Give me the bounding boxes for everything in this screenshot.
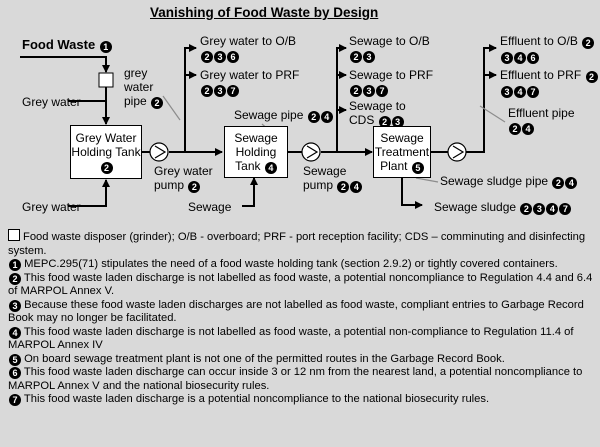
note-number-badge: 3 [533,203,546,215]
legend-note-text: On board sewage treatment plant is not o… [21,352,505,365]
note-number-badge: 2 [151,97,164,109]
note-number-badge: 4 [320,111,333,123]
note-number-badge: 1 [99,41,112,53]
note-number-badge: 3 [9,299,21,312]
disposer-square [98,72,114,88]
legend-note: 5 On board sewage treatment plant is not… [8,353,594,367]
note-number-badge: 2 [9,272,21,285]
legend-note: 4 This food waste laden discharge is not… [8,326,594,353]
food-waste-line [20,56,110,73]
note-number-badge: 2 [585,71,598,83]
note-number-badge: 5 [411,161,424,174]
note-number-badge: 7 [9,394,21,406]
note-number-badge: 2 [100,161,113,174]
note-number-badge: 5 [9,353,21,366]
legend-note-text: This food waste laden discharge is a pot… [21,393,490,405]
note-number-badge: 4 [9,326,21,339]
note-number-badge: 4 [522,123,534,135]
note-number-badge: 4 [264,161,277,174]
note-number-badge: 7 [559,203,572,215]
note-number-badge: 2 [188,181,201,193]
note-number-badge: 2 [307,111,320,123]
note-number-badge: 2 [520,203,533,215]
legend-notes: 1 MEPC.295(71) stipulates the need of a … [8,258,594,407]
note-number-badge: 1 [9,259,21,271]
note-number-badge: 2 [337,181,350,193]
legend-disposer: Food waste disposer (grinder); O/B - ove… [8,229,586,257]
note-number-badge: 3 [501,86,513,98]
legend-note: 6 This food waste laden discharge can oc… [8,366,594,393]
note-number-badge: 7 [227,85,239,97]
note-number-badge: 2 [378,116,391,128]
note-number-badge: 4 [546,203,559,215]
note-number-badge: 2 [552,177,565,189]
note-number-badge: 3 [363,51,375,63]
flow-lines [20,44,506,209]
note-number-badge: 2 [582,37,595,49]
note-number-badge: 3 [214,85,226,97]
note-number-badge: 3 [391,116,404,128]
note-number-badge: 4 [514,52,526,64]
sewage-pump-icon [301,142,321,162]
legend-note-text: Because these food waste laden discharge… [8,298,584,325]
note-number-badge: 7 [527,86,539,98]
note-number-badge: 3 [214,51,226,63]
legend-note-text: This food waste laden discharge can occu… [8,366,583,392]
grey-water-pipe-label: grey water pipe 2 [124,66,179,109]
legend-note: 3 Because these food waste laden dischar… [8,299,594,326]
stp-box: Sewage Treatment Plant 5 [373,126,431,178]
note-number-badge: 3 [363,85,375,97]
gw-pump-label: Grey water pump 2 [154,164,213,193]
legend-note-text: This food waste laden discharge is not l… [8,271,593,298]
note-number-badge: 7 [376,85,388,97]
note-number-badge: 6 [227,51,239,63]
legend-note: 2 This food waste laden discharge is not… [8,272,594,299]
page-title: Vanishing of Food Waste by Design [150,5,379,20]
grey-water-bottom-label: Grey water [22,200,81,214]
legend-note: 1 MEPC.295(71) stipulates the need of a … [8,258,594,272]
note-number-badge: 6 [9,367,21,379]
legend-note-text: This food waste laden discharge is not l… [8,325,574,352]
disposer-square-icon [8,229,20,241]
legend-note-text: MEPC.295(71) stipulates the need of a fo… [21,258,558,270]
note-number-badge: 4 [565,177,578,189]
sewage-in-label: Sewage [188,200,232,214]
note-number-badge: 2 [201,85,213,97]
note-number-badge: 2 [350,51,362,63]
note-number-badge: 6 [527,52,539,64]
food-waste-label: Food Waste 1 [22,38,112,53]
legend: Food waste disposer (grinder); O/B - ove… [8,229,594,407]
grey-water-in-label: Grey water [22,95,81,109]
note-number-badge: 2 [201,51,213,63]
note-number-badge: 3 [501,52,513,64]
note-number-badge: 2 [509,123,521,135]
note-number-badge: 4 [350,181,363,193]
sewage-tank-box: Sewage Holding Tank 4 [224,126,288,178]
grey-water-tank-box: Grey Water Holding Tank 2 [70,125,142,179]
legend-note: 7 This food waste laden discharge is a p… [8,393,594,407]
note-number-badge: 4 [514,86,526,98]
effluent-pump-icon [447,142,467,162]
note-number-badge: 2 [350,85,362,97]
grey-water-pump-icon [149,142,169,162]
